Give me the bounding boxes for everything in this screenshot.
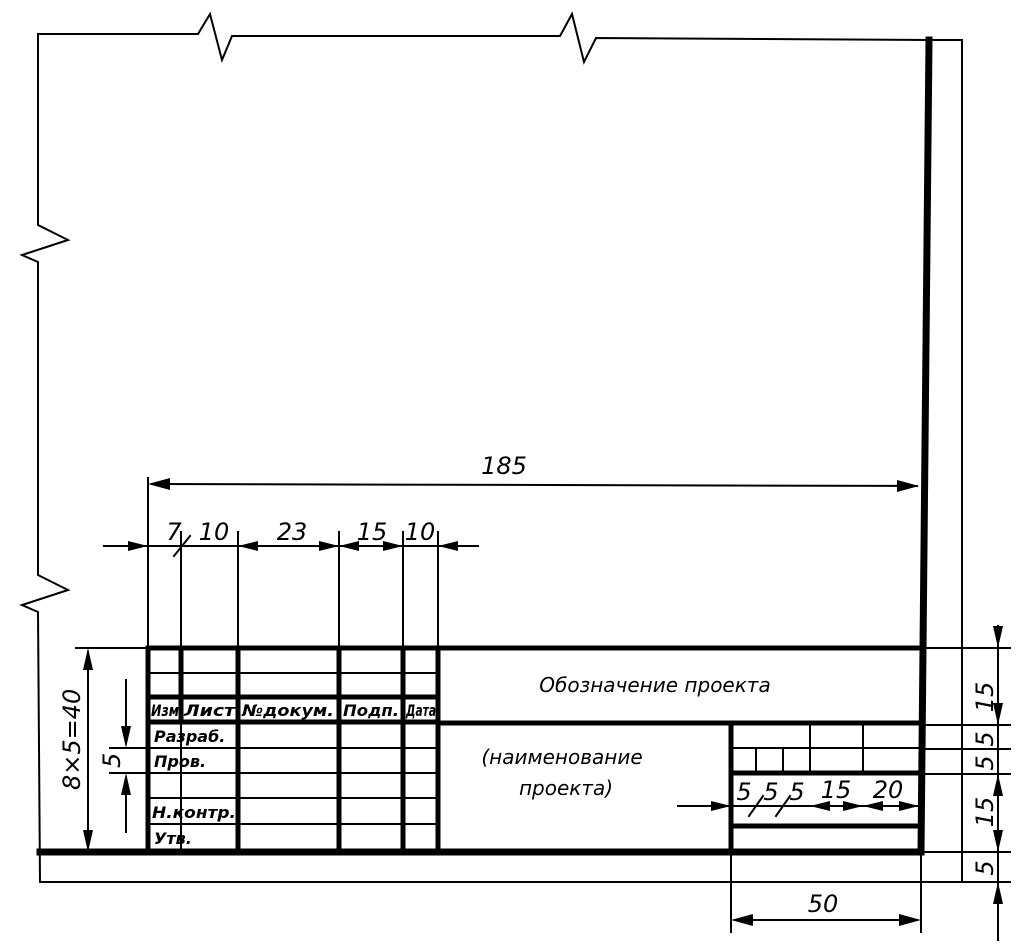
row-labels: Разраб. Пров. Н.контр. Утв. bbox=[152, 727, 236, 848]
dim-185-label: 185 bbox=[481, 452, 527, 480]
header-izm: Изм bbox=[151, 701, 179, 720]
dim-sub-5a: 5 bbox=[736, 778, 751, 806]
dim-sub-20: 20 bbox=[873, 776, 904, 804]
field-designation: Обозначение проекта bbox=[539, 673, 770, 697]
dim-sub-columns: 5 5 5 15 20 bbox=[677, 776, 922, 818]
inner-frame-right bbox=[917, 36, 933, 856]
dim-8x5-label: 8×5=40 bbox=[58, 689, 86, 790]
dim-right-5-bottom: 5 bbox=[971, 860, 999, 875]
dim-right-5b: 5 bbox=[971, 755, 999, 770]
dim-right-5a: 5 bbox=[971, 731, 999, 746]
header-list: Лист bbox=[183, 701, 237, 720]
header-podp: Подп. bbox=[343, 701, 399, 720]
label-prov: Пров. bbox=[154, 752, 206, 771]
sheet-frame bbox=[19, 11, 963, 884]
dim-sub-5c: 5 bbox=[789, 778, 804, 806]
header-doc: №докум. bbox=[241, 701, 334, 720]
dim-sub-5b: 5 bbox=[763, 778, 778, 806]
dim-5-row-label: 5 bbox=[98, 753, 126, 768]
label-utv: Утв. bbox=[154, 829, 192, 848]
label-nkontr: Н.контр. bbox=[152, 803, 236, 822]
left-columns-grid bbox=[145, 645, 441, 855]
field-name-line2: проекта) bbox=[519, 776, 613, 800]
dim-7-label: 7 bbox=[166, 518, 182, 546]
title-block-outline bbox=[145, 645, 924, 855]
dim-10b-label: 10 bbox=[405, 518, 436, 546]
dim-right-15-top: 15 bbox=[971, 682, 999, 713]
dim-row-height: 5 bbox=[98, 679, 149, 833]
label-razrab: Разраб. bbox=[154, 727, 225, 746]
dim-right-vertical: 15 5 5 15 5 bbox=[920, 625, 1011, 941]
dim-block-width: 50 bbox=[730, 851, 922, 933]
header-date: Дата bbox=[405, 701, 436, 720]
dim-15-label: 15 bbox=[357, 518, 388, 546]
dim-overall-width: 185 bbox=[147, 452, 919, 649]
dim-10-label: 10 bbox=[199, 518, 230, 546]
dim-23-label: 23 bbox=[277, 518, 308, 546]
dim-sub-15: 15 bbox=[821, 776, 852, 804]
dim-rows-total: 8×5=40 bbox=[58, 647, 149, 852]
header-row: Изм Лист №докум. Подп. Дата bbox=[151, 701, 436, 720]
dim-column-widths: 7 10 23 15 10 bbox=[103, 518, 479, 649]
dim-right-15-mid: 15 bbox=[971, 797, 999, 828]
dim-50-label: 50 bbox=[808, 890, 839, 918]
right-sub-grid bbox=[728, 720, 924, 855]
field-name-line1: (наименование bbox=[481, 745, 642, 769]
